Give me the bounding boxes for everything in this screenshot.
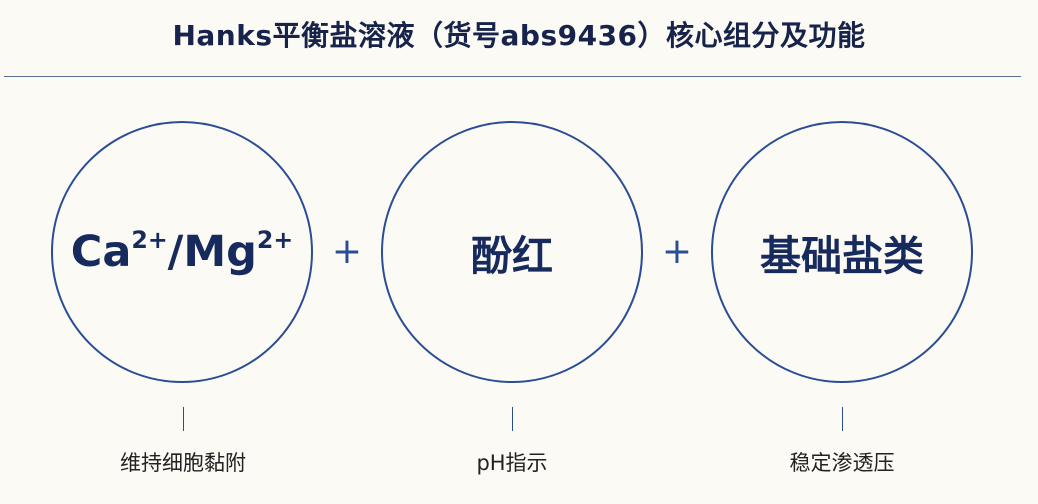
connector-tick-2 (512, 407, 513, 431)
plus-connector-1: + (331, 231, 363, 272)
function-label-osmotic: 稳定渗透压 (789, 451, 895, 475)
component-circle-basic-salts: 基础盐类 (711, 121, 973, 383)
connector-tick-3 (842, 407, 843, 431)
plus-connector-2: + (661, 231, 693, 272)
component-circle-ca-mg: Ca2+/Mg2+ (51, 121, 313, 383)
title-divider (4, 76, 1021, 77)
component-name-phenol-red: 酚红 (471, 232, 553, 280)
function-label-adhesion: 维持细胞黏附 (120, 451, 246, 475)
function-label-ph: pH指示 (476, 451, 548, 475)
component-name-ca-mg: Ca2+/Mg2+ (70, 226, 294, 277)
component-name-basic-salts: 基础盐类 (760, 232, 924, 280)
component-circle-phenol-red: 酚红 (381, 121, 643, 383)
connector-tick-1 (183, 407, 184, 431)
page-title: Hanks平衡盐溶液（货号abs9436）核心组分及功能 (172, 19, 866, 52)
